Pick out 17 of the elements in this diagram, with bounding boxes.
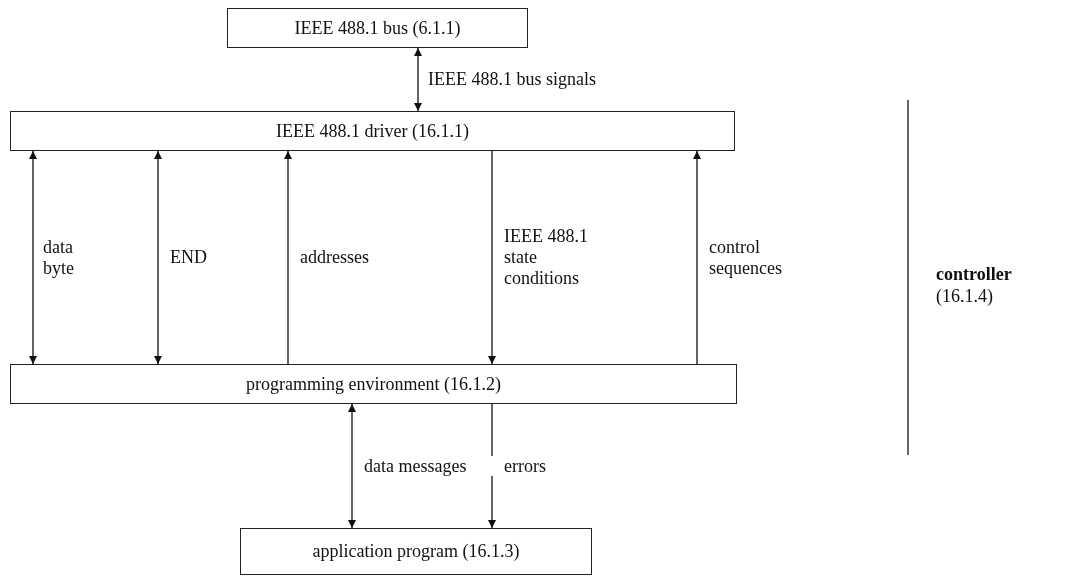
arrow <box>29 150 37 365</box>
box-label: IEEE 488.1 bus (6.1.1) <box>294 17 461 39</box>
process-box <box>10 364 737 404</box>
box-label: programming environment (16.1.2) <box>246 373 501 395</box>
arrow <box>348 403 356 529</box>
group-label: controller <box>936 264 1012 285</box>
box-label: application program (16.1.3) <box>312 541 520 562</box>
arrow <box>488 150 496 365</box>
process-box <box>227 8 528 48</box>
group-label: (16.1.4) <box>936 286 993 307</box>
process-box <box>240 528 592 575</box>
arrow <box>693 150 701 365</box>
box-label: IEEE 488.1 driver (16.1.1) <box>276 120 469 142</box>
arrow <box>154 150 162 365</box>
arrow <box>414 47 422 112</box>
process-box <box>10 111 735 151</box>
arrow <box>284 150 292 365</box>
